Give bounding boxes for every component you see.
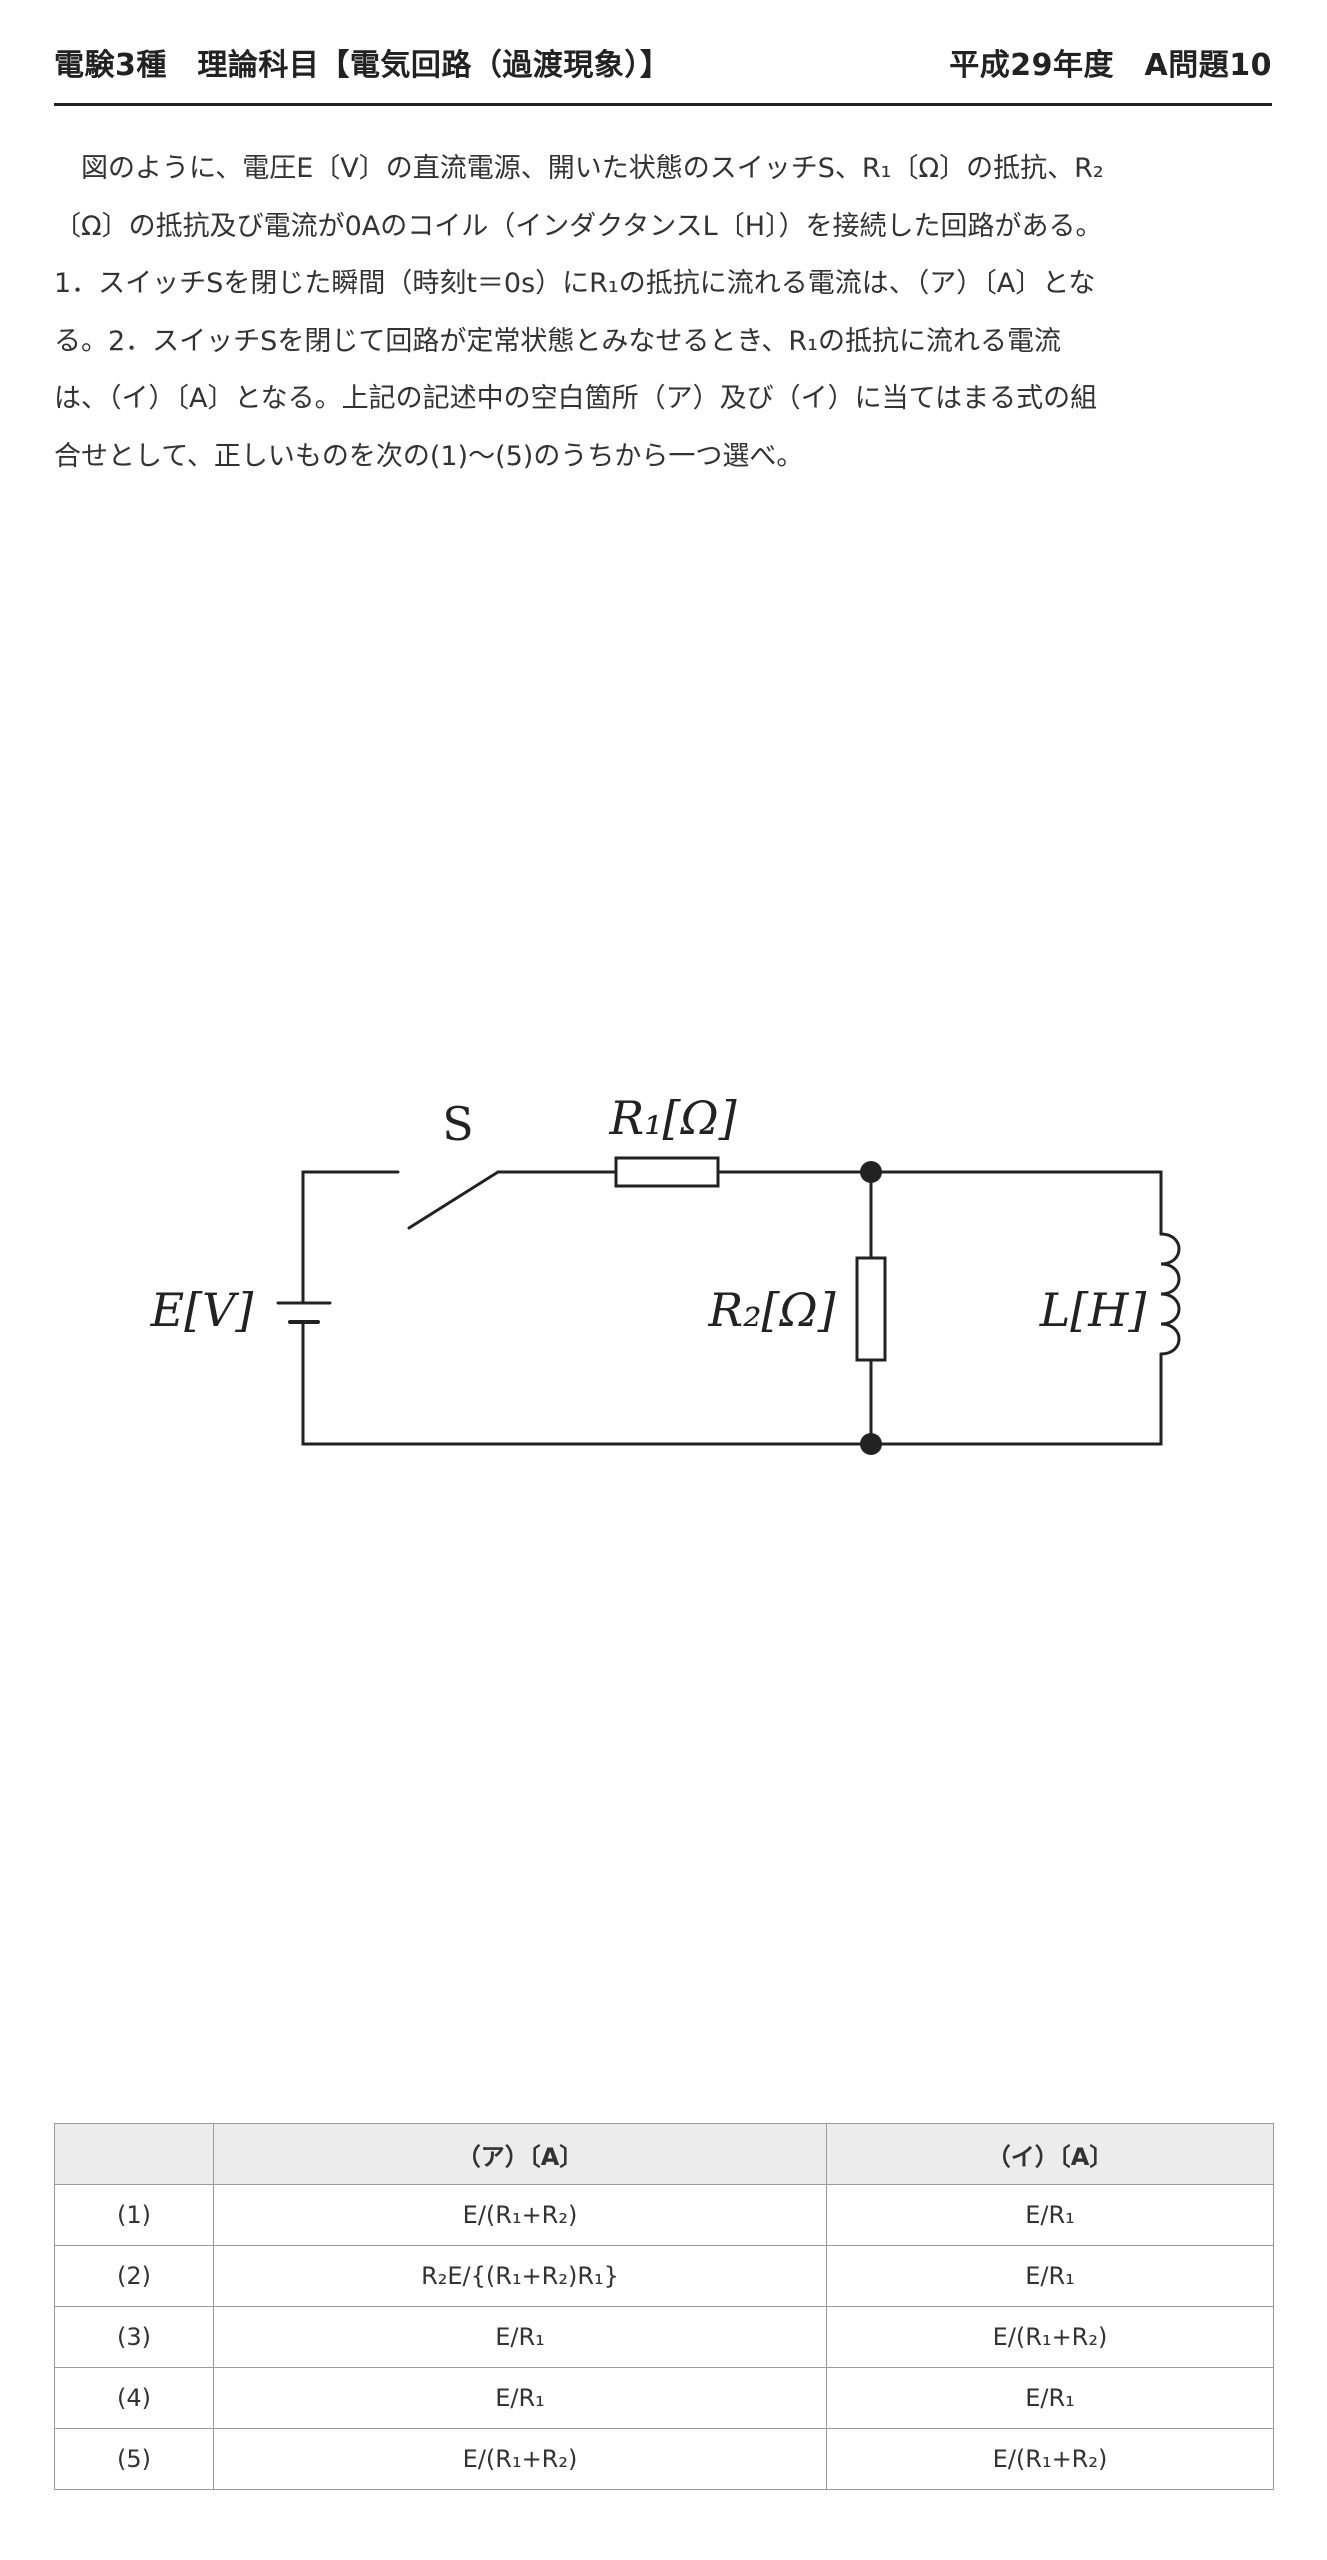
table-row: (5) E/(R₁+R₂) E/(R₁+R₂) [54, 2428, 1274, 2490]
switch-blade [407, 1170, 500, 1230]
table-header-row: （ア）〔A〕 （イ）〔A〕 [54, 2123, 1274, 2185]
choice-number: (3) [54, 2306, 214, 2368]
question-line: 1．スイッチSを閉じた瞬間（時刻t＝0s）にR₁の抵抗に流れる電流は、（ア）〔A… [54, 268, 1096, 299]
r2-label: R₂[Ω] [707, 1283, 835, 1337]
r2-resistor [855, 1256, 887, 1362]
wire-top-right [716, 1170, 1163, 1236]
page-header: 電験3種 理論科目【電気回路（過渡現象）】 平成29年度 A問題10 [54, 34, 1272, 106]
junction-top [860, 1161, 882, 1183]
question-line: る。2．スイッチSを閉じて回路が定常状態とみなせるとき、R₁の抵抗に流れる電流 [54, 325, 1062, 357]
inductor-coil [1159, 1232, 1181, 1356]
exam-reference: 平成29年度 A問題10 [949, 48, 1272, 83]
junction-bottom [860, 1433, 882, 1455]
table-row: (4) E/R₁ E/R₁ [54, 2367, 1274, 2429]
switch-label: S [442, 1097, 474, 1151]
choice-i: E/(R₁+R₂) [826, 2428, 1274, 2490]
r1-label: R₁[Ω] [608, 1091, 736, 1145]
question-text: 図のように、電圧E〔V〕の直流電源、開いた状態のスイッチS、R₁〔Ω〕の抵抗、R… [54, 140, 1272, 485]
choice-a: R₂E/{(R₁+R₂)R₁} [213, 2245, 827, 2307]
question-line: 合せとして、正しいものを次の(1)〜(5)のうちから一つ選べ。 [54, 440, 804, 472]
wire-top-left [301, 1170, 400, 1175]
choice-i: E/(R₁+R₂) [826, 2306, 1274, 2368]
wire-right-bottom [301, 1321, 1163, 1446]
header-cell-a: （ア）〔A〕 [213, 2123, 827, 2185]
question-line: 図のように、電圧E〔V〕の直流電源、開いた状態のスイッチS、R₁〔Ω〕の抵抗、R… [54, 153, 1104, 184]
choice-number: (4) [54, 2367, 214, 2429]
r1-resistor [614, 1156, 720, 1188]
question-line: 〔Ω〕の抵抗及び電流が0Aのコイル（インダクタンスL〔H〕）を接続した回路がある… [54, 210, 1103, 242]
inductor-label: L[H] [1039, 1283, 1147, 1337]
choice-a: E/R₁ [213, 2367, 827, 2429]
table-row: (1) E/(R₁+R₂) E/R₁ [54, 2184, 1274, 2246]
header-cell-number [54, 2123, 214, 2185]
source-label: E[V] [150, 1283, 254, 1337]
header-cell-i: （イ）〔A〕 [826, 2123, 1274, 2185]
choice-a: E/(R₁+R₂) [213, 2428, 827, 2490]
choice-number: (2) [54, 2245, 214, 2307]
table-row: (3) E/R₁ E/(R₁+R₂) [54, 2306, 1274, 2368]
answer-choices-table: （ア）〔A〕 （イ）〔A〕 (1) E/(R₁+R₂) E/R₁ (2) R₂E… [54, 2123, 1274, 2490]
choice-i: E/R₁ [826, 2184, 1274, 2246]
choice-a: E/(R₁+R₂) [213, 2184, 827, 2246]
page-title: 電験3種 理論科目【電気回路（過渡現象）】 [54, 48, 671, 83]
choice-number: (5) [54, 2428, 214, 2490]
choice-i: E/R₁ [826, 2245, 1274, 2307]
choice-i: E/R₁ [826, 2367, 1274, 2429]
question-line: は、（イ）〔A〕となる。上記の記述中の空白箇所（ア）及び（イ）に当てはまる式の組 [54, 383, 1098, 414]
choice-a: E/R₁ [213, 2306, 827, 2368]
choice-number: (1) [54, 2184, 214, 2246]
table-row: (2) R₂E/{(R₁+R₂)R₁} E/R₁ [54, 2245, 1274, 2307]
